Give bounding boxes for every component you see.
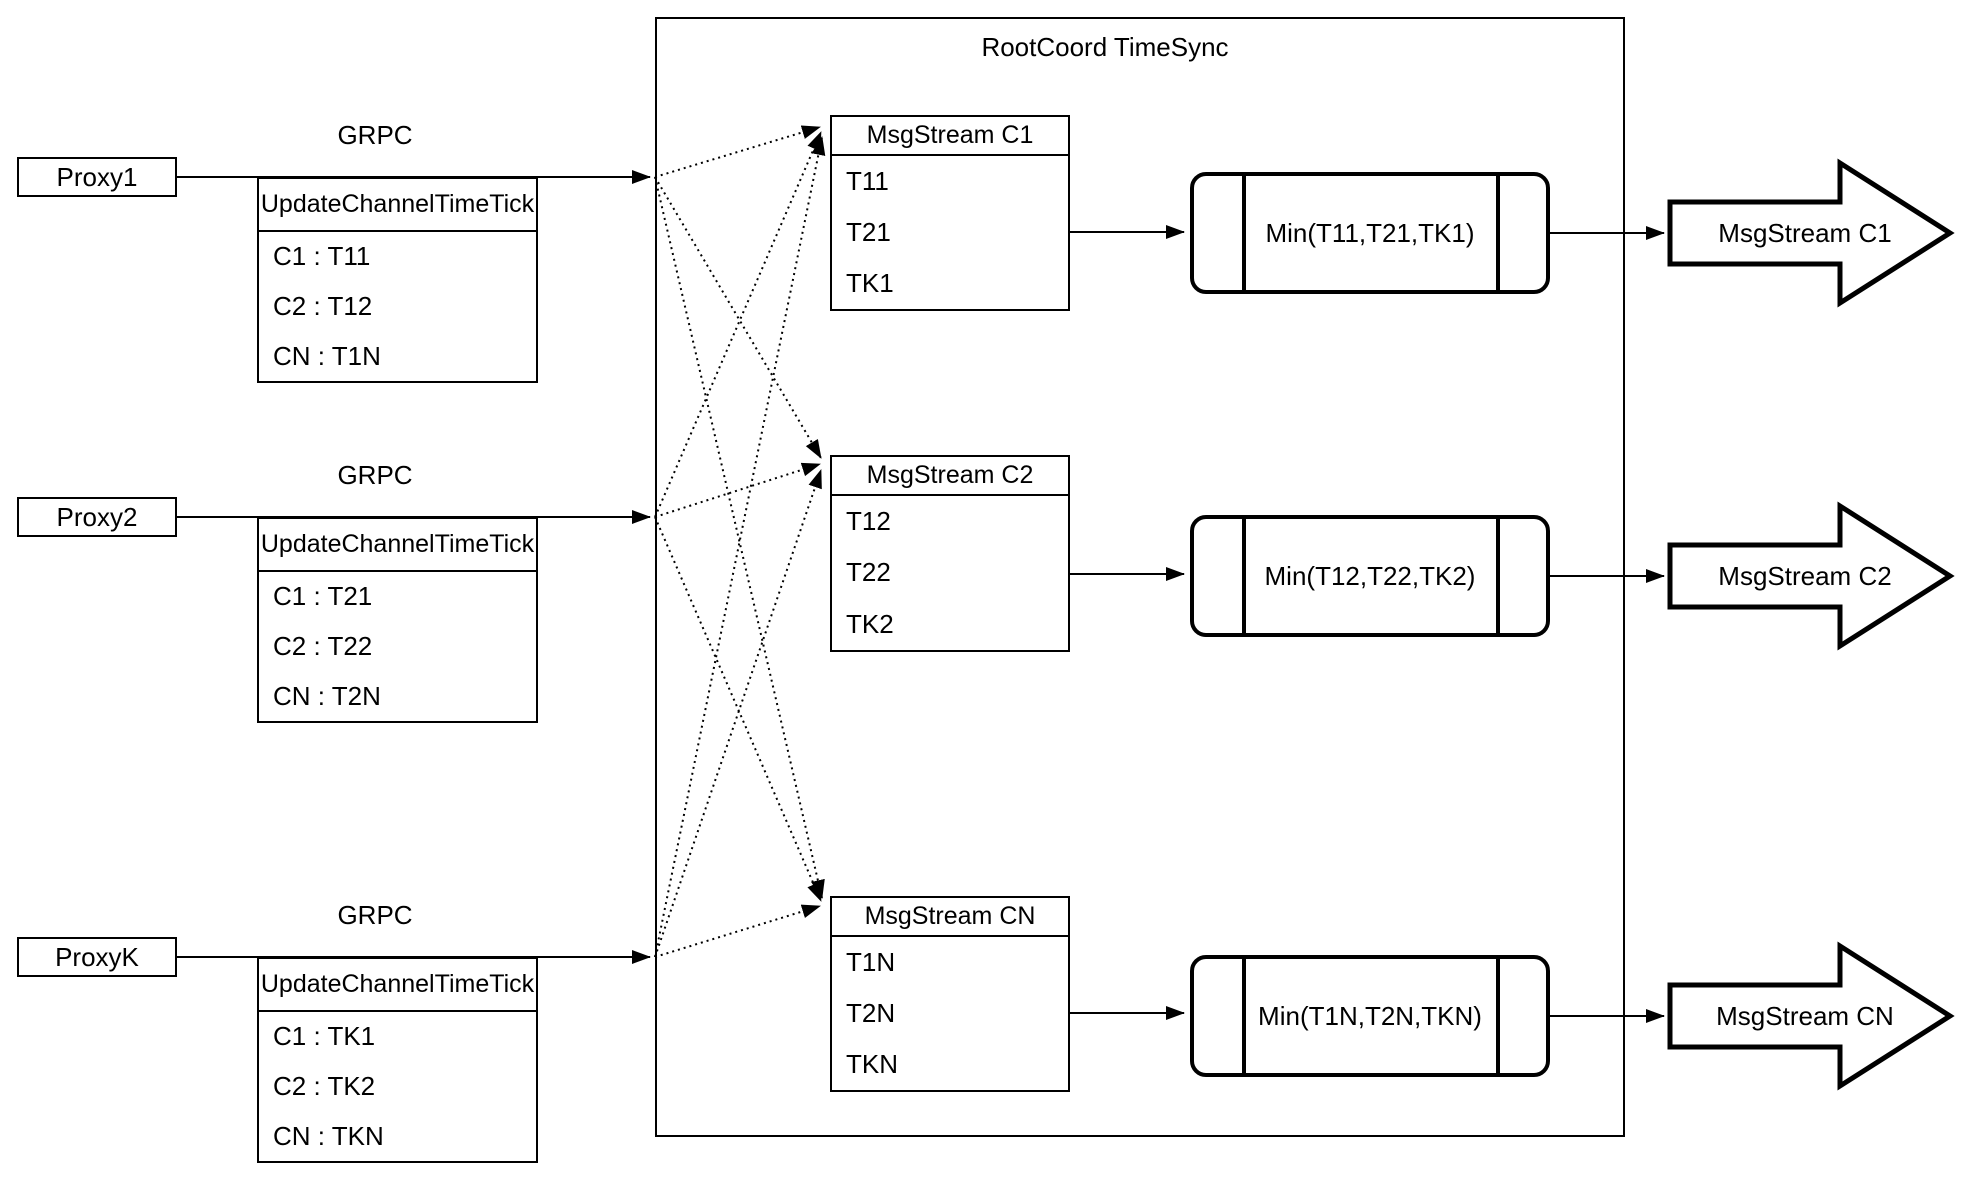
msgstream-rows: T1N T2N TKN [832,937,1068,1090]
table-rows: C1 : TK1 C2 : TK2 CN : TKN [259,1012,536,1161]
dotted-line-pk-c2 [654,469,822,958]
msgstream-row: T1N [846,947,896,977]
min-box-left-divider [1242,959,1246,1073]
msgstream-row: T12 [846,506,891,537]
msgstream-box-c1: MsgStream C1 T11 T21 TK1 [830,115,1070,311]
dotted-line-p2-c2 [654,462,821,518]
table-row: C1 : T21 [273,581,373,612]
output-arrow-cn [1667,941,1955,1091]
msgstream-row: T21 [846,217,891,247]
min-label: Min(T12,T22,TK2) [1264,560,1476,591]
table-row: C2 : T12 [273,291,373,321]
output-arrow-c2 [1667,501,1955,651]
min-box-right-divider [1496,959,1500,1073]
output-arrow-shapes [1667,158,1955,1091]
msgstream-row: TKN [846,1049,898,1079]
min-box-right-divider [1496,519,1500,633]
msgstream-box-c2: MsgStream C2 T12 T22 TK2 [830,455,1070,652]
dotted-line-p2-cn [654,516,822,902]
table-header: UpdateChannelTimeTick [259,959,536,1012]
table-row: C1 : T11 [273,241,371,272]
proxyk-label: ProxyK [55,941,139,972]
rootcoord-container [655,17,1625,1137]
msgstream-rows: T12 T22 TK2 [832,496,1068,650]
table-row: C2 : T22 [273,631,373,661]
rootcoord-title: RootCoord TimeSync [981,32,1229,62]
msgstream-row: T22 [846,557,891,588]
fanout-dotted-lines [654,125,826,958]
timetick-table-3: UpdateChannelTimeTick C1 : TK1 C2 : TK2 … [257,957,538,1163]
table-row: C2 : TK2 [273,1071,376,1101]
proxy2-box: Proxy2 [17,497,177,537]
dotted-line-p1-c2 [654,176,822,459]
proxyk-box: ProxyK [17,937,177,977]
timetick-table-1: UpdateChannelTimeTick C1 : T11 C2 : T12 … [257,177,538,383]
msgstream-row: T11 [846,166,889,196]
min-to-output-connectors [1550,226,1665,1023]
table-row: CN : T1N [273,340,381,371]
msgstream-header: MsgStream C1 [832,117,1068,156]
stream-to-min-connectors [1070,225,1185,1020]
min-box-left-divider [1242,519,1246,633]
table-rows: C1 : T11 C2 : T12 CN : T1N [259,232,536,381]
msgstream-header: MsgStream CN [832,898,1068,937]
table-header: UpdateChannelTimeTick [259,179,536,232]
grpc-label-2: GRPC [337,460,413,490]
min-box-right-divider [1496,176,1500,290]
min-label: Min(T11,T21,TK1) [1265,217,1475,248]
output-arrow-c1 [1667,158,1955,308]
output-arrow-label-c2: MsgStream C2 [1718,560,1892,591]
msgstream-header: MsgStream C2 [832,457,1068,496]
output-arrow-label-c1: MsgStream C1 [1718,217,1892,248]
grpc-label-3: GRPC [337,900,413,930]
table-rows: C1 : T21 C2 : T22 CN : T2N [259,572,536,721]
output-arrow-label-cn: MsgStream CN [1716,1000,1894,1031]
table-row: C1 : TK1 [273,1021,376,1052]
proxy1-label: Proxy1 [56,161,138,192]
msgstream-box-cn: MsgStream CN T1N T2N TKN [830,896,1070,1092]
min-box-left-divider [1242,176,1246,290]
min-process-box-cn: Min(T1N,T2N,TKN) [1190,955,1550,1077]
min-process-box-c2: Min(T12,T22,TK2) [1190,515,1550,637]
min-process-box-c1: Min(T11,T21,TK1) [1190,172,1550,294]
msgstream-row: TK1 [846,268,894,298]
table-row: CN : TKN [273,1120,384,1151]
grpc-label-1: GRPC [337,120,413,150]
proxy2-label: Proxy2 [56,501,138,532]
table-header: UpdateChannelTimeTick [259,519,536,572]
msgstream-rows: T11 T21 TK1 [832,156,1068,309]
min-label: Min(T1N,T2N,TKN) [1258,1000,1482,1031]
dotted-line-pk-c1 [654,136,826,958]
msgstream-row: TK2 [846,608,894,639]
msgstream-row: T2N [846,998,896,1028]
timetick-table-2: UpdateChannelTimeTick C1 : T21 C2 : T22 … [257,517,538,723]
dotted-line-p2-c1 [654,131,822,518]
table-row: CN : T2N [273,680,381,711]
proxy1-box: Proxy1 [17,157,177,197]
